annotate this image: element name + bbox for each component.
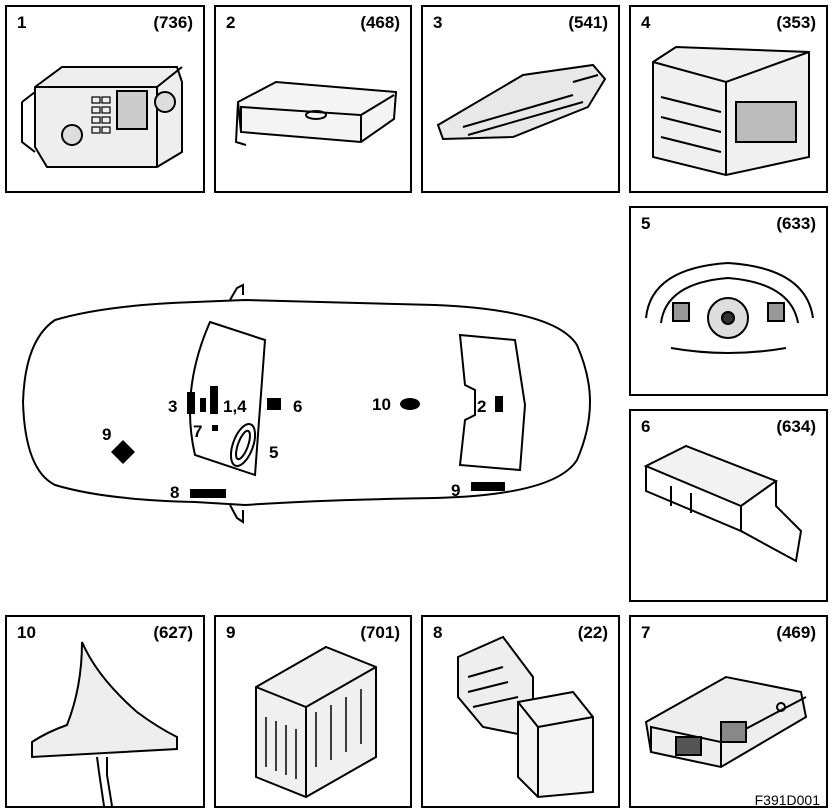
panel-code: (627) bbox=[153, 623, 193, 642]
marker-5-steering bbox=[229, 423, 257, 467]
marker-3 bbox=[187, 392, 195, 414]
panel-number: 10 bbox=[17, 623, 36, 642]
car-location-diagram: 3 1,4 6 7 5 9 8 10 2 9 bbox=[21, 283, 592, 524]
car-label-6: 6 bbox=[293, 397, 302, 416]
panel-number: 5 bbox=[641, 214, 651, 233]
panel-code: (633) bbox=[776, 214, 816, 233]
panel-code: (701) bbox=[360, 623, 400, 642]
marker-8 bbox=[190, 489, 226, 498]
panel-2-bracket: 2 (468) bbox=[214, 5, 412, 193]
car-label-2: 2 bbox=[477, 397, 486, 416]
panel-3-display: 3 (541) bbox=[421, 5, 620, 193]
panel-code: (353) bbox=[776, 13, 816, 32]
switch-panel-illustration bbox=[644, 675, 808, 769]
marker-9-front bbox=[111, 440, 135, 464]
marker-3b bbox=[200, 398, 206, 412]
car-label-9-front: 9 bbox=[102, 425, 111, 444]
steering-wheel-illustration bbox=[645, 261, 814, 354]
panel-number: 4 bbox=[641, 13, 651, 32]
car-label-8: 8 bbox=[170, 483, 179, 502]
car-label-10: 10 bbox=[372, 395, 391, 414]
panel-5-steering-wheel: 5 (633) bbox=[629, 206, 828, 396]
panel-4-player: 4 (353) bbox=[629, 5, 828, 193]
car-label-1-4: 1,4 bbox=[223, 397, 247, 416]
panel-code: (22) bbox=[577, 623, 608, 642]
connector-module-illustration bbox=[457, 635, 594, 799]
marker-2 bbox=[495, 396, 503, 412]
panel-number: 2 bbox=[226, 13, 236, 32]
panel-number: 1 bbox=[17, 13, 27, 32]
panel-number: 9 bbox=[226, 623, 236, 642]
panel-code: (468) bbox=[360, 13, 400, 32]
panel-9-fuse-box: 9 (701) bbox=[214, 615, 412, 808]
car-label-9-rear: 9 bbox=[451, 481, 460, 500]
panel-code: (541) bbox=[568, 13, 608, 32]
marker-10 bbox=[400, 398, 420, 410]
player-unit-illustration bbox=[652, 45, 810, 177]
module-illustration bbox=[643, 444, 803, 563]
marker-1-4 bbox=[210, 386, 218, 414]
figure-reference: F391D001 bbox=[754, 792, 820, 808]
mirror-right bbox=[229, 504, 244, 524]
marker-6 bbox=[267, 398, 281, 410]
panel-6-module: 6 (634) bbox=[629, 409, 828, 602]
antenna-illustration bbox=[31, 641, 178, 806]
car-label-5: 5 bbox=[269, 443, 278, 462]
panel-code: (634) bbox=[776, 417, 816, 436]
panel-10-antenna: 10 (627) bbox=[5, 615, 205, 808]
marker-7 bbox=[212, 425, 218, 431]
rear-window-outline bbox=[458, 333, 527, 472]
marker-9-rear bbox=[471, 482, 505, 491]
panel-number: 3 bbox=[433, 13, 443, 32]
panel-number: 7 bbox=[641, 623, 651, 642]
fuse-box-illustration bbox=[255, 645, 377, 799]
car-label-3: 3 bbox=[168, 397, 177, 416]
car-label-7: 7 bbox=[193, 422, 202, 441]
panel-8-connector-module: 8 (22) bbox=[421, 615, 620, 808]
panel-number: 6 bbox=[641, 417, 651, 436]
radio-unit-illustration bbox=[21, 66, 183, 168]
panel-code: (736) bbox=[153, 13, 193, 32]
car-body-outline bbox=[21, 298, 592, 507]
mirror-left bbox=[229, 283, 244, 301]
display-unit-illustration bbox=[436, 63, 607, 141]
bracket-illustration bbox=[234, 80, 398, 146]
panel-1-radio: 1 (736) bbox=[5, 5, 205, 193]
panel-code: (469) bbox=[776, 623, 816, 642]
panel-number: 8 bbox=[433, 623, 443, 642]
panel-7-switch-panel: 7 (469) bbox=[629, 615, 828, 808]
